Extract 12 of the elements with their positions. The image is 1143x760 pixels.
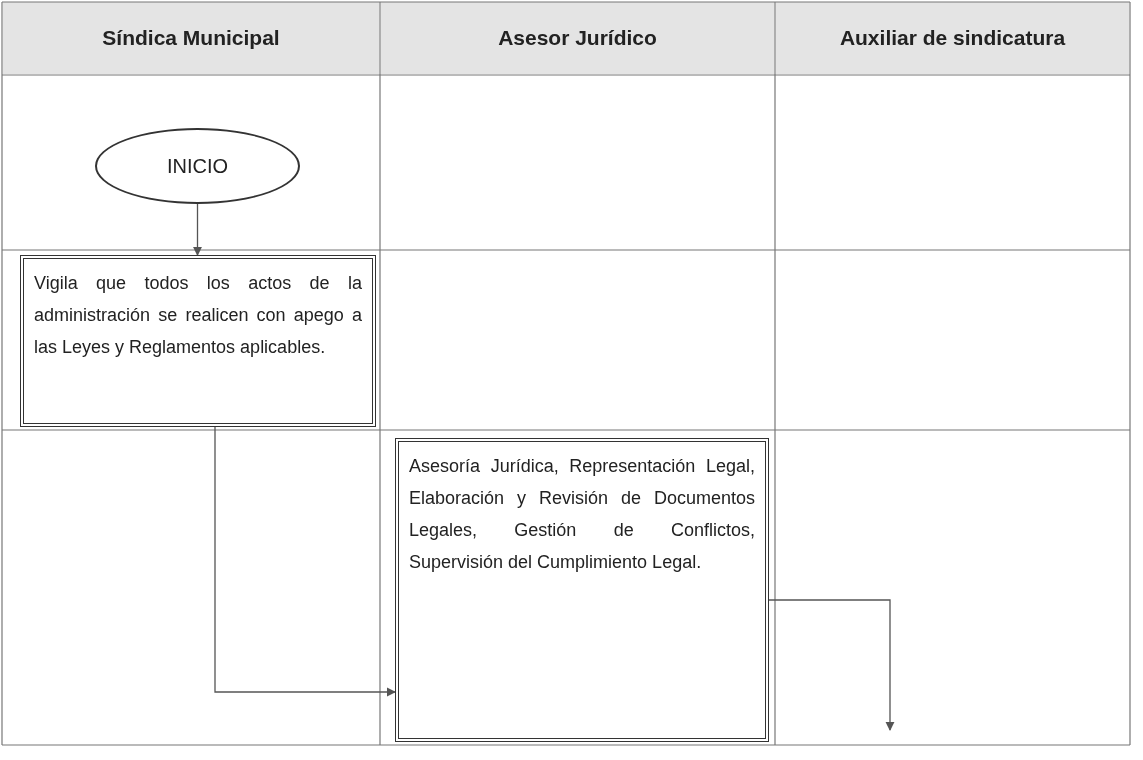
node-text: INICIO xyxy=(166,154,229,179)
arrow xyxy=(214,426,396,697)
column-header: Auxiliar de sindicatura xyxy=(776,2,1129,74)
arrow xyxy=(192,203,203,256)
column-header: Síndica Municipal xyxy=(3,2,379,74)
node-text: Vigila que todos los actos de la administración se realicen con apego a las Leyes y Reglamentos aplicables. xyxy=(34,272,362,359)
process-box xyxy=(20,255,376,427)
start-ellipse xyxy=(95,128,300,204)
arrow xyxy=(768,599,895,731)
node-text: Asesoría Jurídica, Representación Legal, Elaboración y Revisión de Documentos Legales, Gestión de Conflictos, Supervisión del Cumplimiento Legal. xyxy=(409,455,755,574)
column-header: Asesor Jurídico xyxy=(381,2,774,74)
process-box xyxy=(395,438,769,742)
